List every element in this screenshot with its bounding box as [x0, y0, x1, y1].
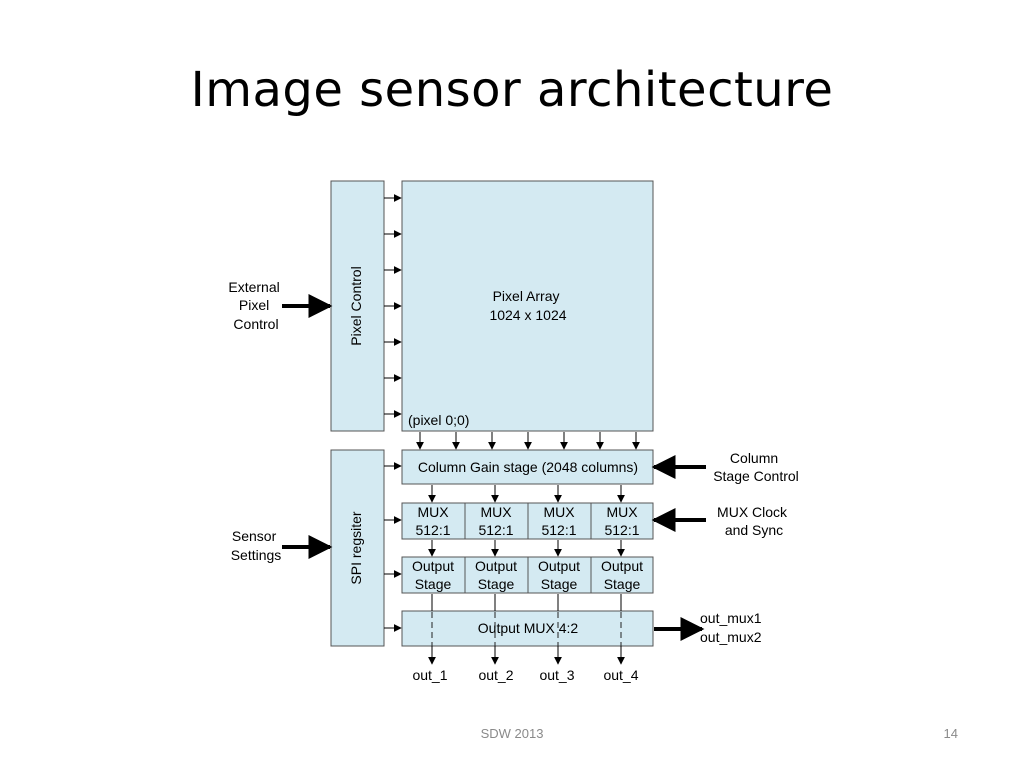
mux-to-output-arrows — [428, 540, 625, 557]
output-label-1: out_1 — [412, 667, 447, 683]
output-stage-block — [527, 556, 592, 594]
page-number: 14 — [943, 726, 958, 741]
output-stage-block — [464, 556, 529, 594]
external-pixel-control-label: External Pixel Control — [228, 279, 283, 332]
spi-arrows — [384, 462, 402, 632]
output-label-4: out_4 — [603, 667, 638, 683]
slide-title: Image sensor architecture — [190, 62, 834, 118]
output-stage-block — [401, 556, 466, 594]
mux-clock-sync-label: MUX Clock and Sync — [717, 504, 791, 538]
sensor-settings-label: Sensor Settings — [231, 528, 282, 563]
mux-block — [527, 502, 592, 540]
output-lines — [428, 594, 625, 665]
mux-block — [590, 502, 654, 540]
pixel-control-arrows — [384, 194, 402, 418]
pixel-origin-label: (pixel 0;0) — [408, 412, 469, 428]
output-mux-block — [401, 610, 654, 647]
column-stage-control-label: Column Stage Control — [713, 450, 799, 484]
footer-text: SDW 2013 — [480, 726, 544, 741]
mux-block — [464, 502, 529, 540]
output-label-2: out_2 — [478, 667, 513, 683]
output-label-3: out_3 — [539, 667, 574, 683]
pixel-array-to-column-arrows — [416, 432, 640, 450]
column-to-mux-arrows — [428, 485, 625, 503]
out-mux-labels: out_mux1 out_mux2 — [700, 610, 765, 645]
column-gain-label: Column Gain stage (2048 columns) — [418, 459, 638, 475]
pixel-array-block — [401, 180, 654, 432]
pixel-array-label: Pixel Array 1024 x 1024 — [489, 288, 566, 323]
spi-register-label: SPI regsiter — [348, 511, 364, 584]
spi-register-block — [330, 449, 385, 647]
pixel-control-block — [330, 180, 385, 432]
output-mux-label: Output MUX 4:2 — [478, 620, 579, 636]
pixel-control-label: Pixel Control — [348, 266, 364, 345]
output-stage-block — [590, 556, 654, 594]
